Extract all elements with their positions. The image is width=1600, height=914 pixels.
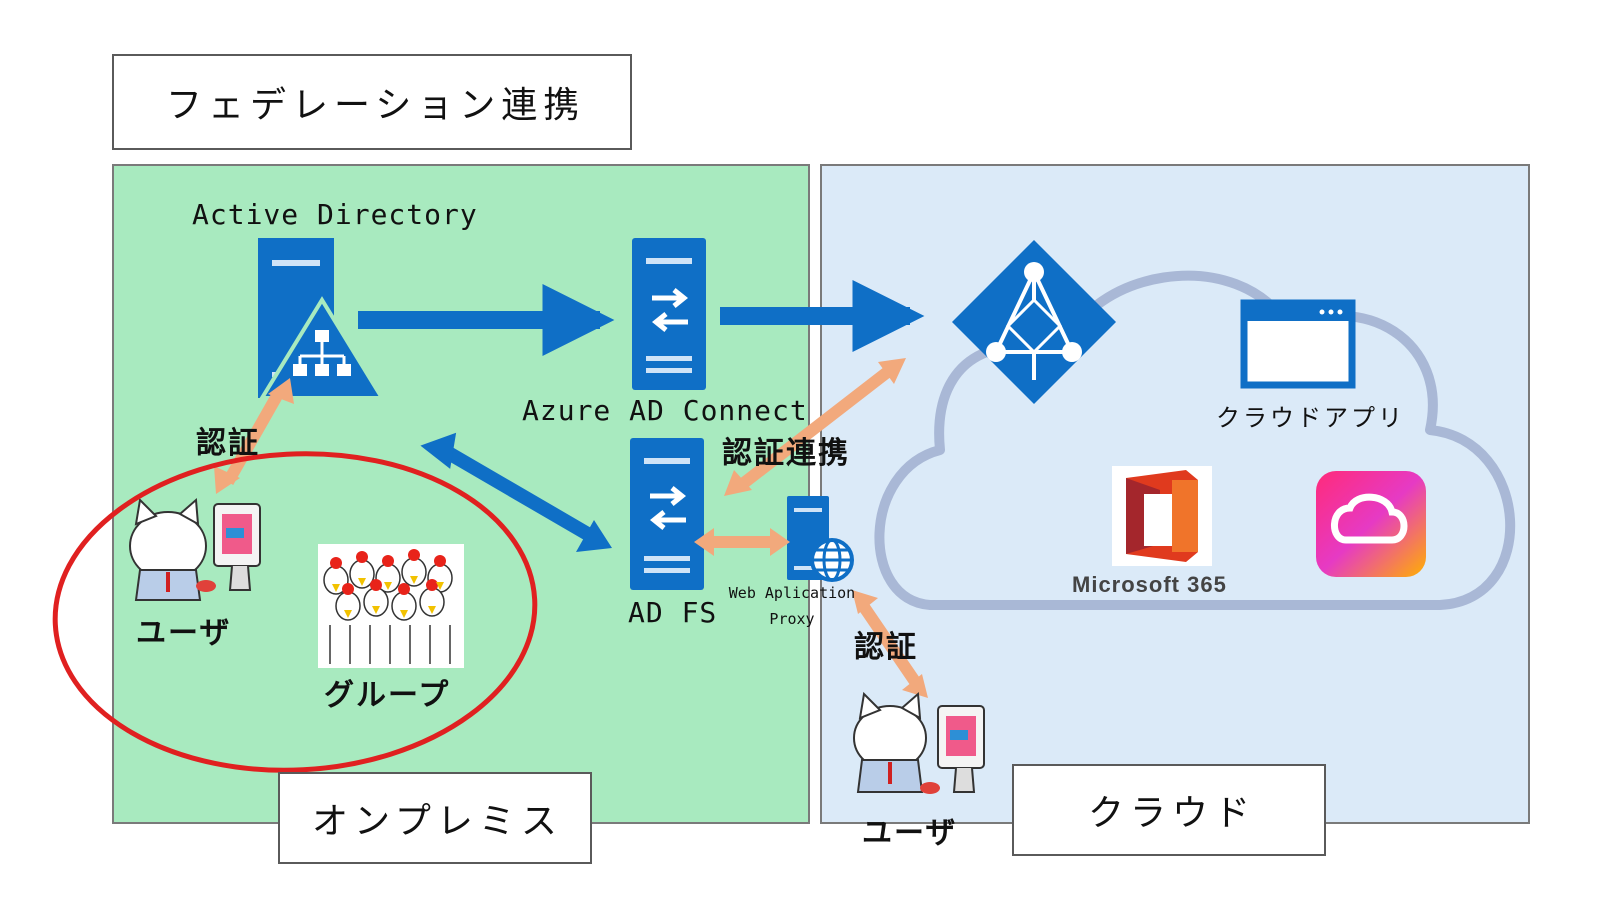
arrow-auth-onprem — [214, 378, 294, 494]
m365-label: Microsoft 365 — [1072, 572, 1227, 597]
aad-connect-label: Azure AD Connect — [522, 394, 808, 427]
group-chickens-icon — [318, 544, 464, 668]
arrow-auth-cloud — [852, 590, 928, 698]
cloud-label: クラウド — [1088, 793, 1257, 834]
onprem-label-box — [278, 772, 592, 864]
auth-onprem-label: 認証 — [196, 426, 260, 461]
azure-ad-icon — [952, 240, 1116, 404]
aad-connect-server-icon — [632, 238, 706, 390]
wap-label-line2: Proxy — [769, 610, 815, 628]
group-label: グループ — [324, 678, 451, 713]
users-groups-highlight — [52, 451, 538, 773]
user-onprem-icon — [129, 497, 261, 601]
adfs-server-icon — [630, 438, 704, 590]
wap-server-icon — [787, 496, 854, 582]
onprem-label: オンプレミス — [312, 801, 563, 842]
m365-logo-icon — [1112, 466, 1212, 566]
adfs-label: AD FS — [628, 596, 718, 629]
arrow-adfs-ad-double — [420, 432, 612, 552]
arrow-adfs-wap — [694, 528, 790, 556]
active-directory-label: Active Directory — [192, 198, 478, 231]
wap-label: Web Aplication Proxy — [722, 580, 862, 632]
arrow-auth-federation — [724, 358, 906, 496]
cloud-app-window-icon — [1240, 299, 1356, 389]
page-title: フェデレーション連携 — [166, 85, 586, 126]
cloud-app-label: クラウドアプリ — [1216, 404, 1405, 432]
auth-cloud-label: 認証 — [854, 630, 918, 665]
auth-federation-label: 認証連携 — [722, 436, 850, 471]
wap-label-line1: Web Aplication — [728, 584, 856, 602]
active-directory-server-icon — [258, 238, 386, 400]
cloud-label-box — [1012, 764, 1326, 856]
user-onprem-label: ユーザ — [136, 616, 232, 651]
title-box — [112, 54, 632, 150]
user-cloud-icon — [853, 691, 985, 794]
creative-cloud-logo-icon — [1316, 471, 1426, 577]
user-cloud-label: ユーザ — [862, 816, 958, 851]
